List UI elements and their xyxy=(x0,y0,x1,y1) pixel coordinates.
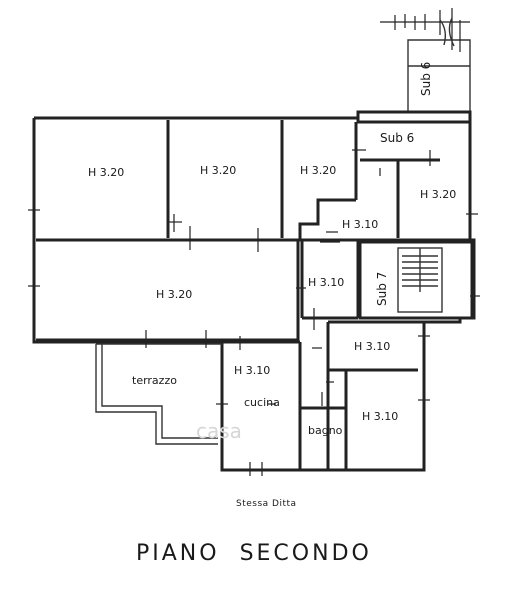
room-label: H 3.10 xyxy=(342,218,378,231)
room-label: H 3.20 xyxy=(300,164,336,177)
sub6-vertical-label: Sub 6 xyxy=(419,62,433,96)
door-ticks xyxy=(28,149,480,476)
note-text: Stessa Ditta xyxy=(236,499,297,509)
watermark: casa xyxy=(196,419,242,443)
room-label: H 3.20 xyxy=(420,188,456,201)
room-label: H 3.10 xyxy=(354,340,390,353)
room-label: H 3.20 xyxy=(200,164,236,177)
interior-walls xyxy=(36,120,474,470)
top-stair-sketch xyxy=(380,8,471,112)
room-label: H 3.20 xyxy=(156,288,192,301)
terrazzo-outline xyxy=(95,343,222,445)
room-label: H 3.20 xyxy=(88,166,124,179)
room-label: H 3.10 xyxy=(234,364,270,377)
room-label: H 3.10 xyxy=(308,276,344,289)
plan-title: PIANO SECONDO xyxy=(136,541,372,566)
sub7-label: Sub 7 xyxy=(375,272,389,306)
room-label: H 3.10 xyxy=(362,410,398,423)
bagno-label: bagno xyxy=(308,424,343,437)
cucina-label: cucina xyxy=(244,396,280,409)
sub7-stairs xyxy=(402,248,438,292)
sub6-label: Sub 6 xyxy=(380,131,414,145)
terrazzo-label: terrazzo xyxy=(132,374,177,387)
